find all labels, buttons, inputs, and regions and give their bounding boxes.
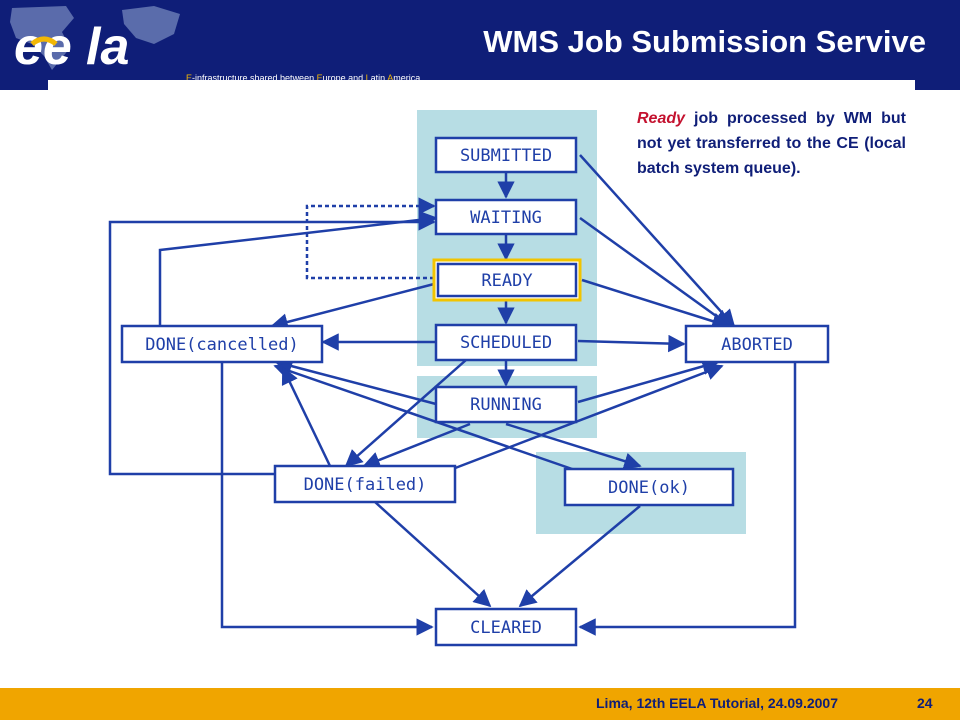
- arrow-scheduled-aborted: [577, 334, 686, 353]
- note-keyword: Ready: [637, 110, 686, 127]
- ready-state-note: Ready job processed by WM but not yet tr…: [637, 106, 906, 181]
- svg-text:la: la: [86, 18, 129, 76]
- arrow-donefailed-waiting: [108, 213, 436, 476]
- state-label-aborted: ABORTED: [721, 335, 793, 355]
- state-box-done-ok: [563, 467, 735, 507]
- state-label-done-cancelled: DONE(cancelled): [145, 335, 299, 355]
- arrow-doneok-donecancelled: [273, 362, 576, 472]
- state-box-aborted: [684, 324, 830, 364]
- arrow-ready-waiting-dotted: [305, 197, 436, 280]
- state-label-ready: READY: [481, 271, 532, 291]
- slide-header: ee la E-infrastructure shared between Eu…: [0, 0, 960, 90]
- arrow-ready-aborted: [581, 278, 730, 330]
- state-label-cleared: CLEARED: [470, 618, 542, 638]
- state-box-scheduled: [434, 323, 578, 362]
- state-label-done-ok: DONE(ok): [608, 478, 690, 498]
- arrow-running-donefailed: [362, 422, 471, 469]
- state-box-cleared: [434, 607, 578, 647]
- job-state-diagram: SUBMITTED WAITING READY SCHEDULED RUNNIN…: [108, 110, 830, 647]
- state-label-waiting: WAITING: [470, 208, 542, 228]
- arrow-running-aborted: [577, 357, 720, 404]
- page-number: 24: [917, 695, 933, 711]
- svg-text:ee: ee: [14, 18, 72, 76]
- slide-footer: Lima, 12th EELA Tutorial, 24.09.2007 24: [0, 688, 960, 720]
- eela-logo-icon: ee la: [10, 6, 180, 76]
- note-text: job processed by WM but not yet transfer…: [637, 110, 906, 177]
- arrow-running-donecancelled: [274, 357, 437, 406]
- arrow-doneok-cleared: [518, 505, 641, 608]
- arrow-scheduled-donefailed: [344, 359, 467, 468]
- arrow-running-doneok: [505, 422, 642, 470]
- arrow-donefailed-cleared: [374, 501, 492, 608]
- diagram-panel: SUBMITTED WAITING READY SCHEDULED RUNNIN…: [48, 80, 915, 682]
- state-box-ready: [436, 262, 578, 298]
- state-box-waiting: [434, 198, 578, 236]
- state-box-running: [434, 385, 578, 424]
- state-label-scheduled: SCHEDULED: [460, 333, 552, 353]
- arrow-donecancelled-waiting: [158, 211, 438, 327]
- arrow-aborted-cleared: [578, 363, 797, 636]
- arrow-donefailed-donecancelled: [281, 366, 332, 467]
- state-label-running: RUNNING: [470, 395, 542, 415]
- arrow-submitted-aborted: [579, 154, 736, 328]
- arrow-donecancelled-cleared: [220, 363, 434, 636]
- state-label-done-failed: DONE(failed): [304, 475, 427, 495]
- arrow-ready-donecancelled: [270, 282, 435, 331]
- state-box-done-failed: [273, 464, 457, 504]
- state-box-submitted: [434, 136, 578, 174]
- state-box-done-cancelled: [120, 324, 324, 364]
- state-label-submitted: SUBMITTED: [460, 146, 552, 166]
- header-tagline: E-infrastructure shared between Europe a…: [186, 73, 421, 83]
- slide-title: WMS Job Submission Servive: [483, 24, 926, 59]
- footer-event-text: Lima, 12th EELA Tutorial, 24.09.2007: [596, 695, 838, 711]
- arrow-donefailed-aborted: [449, 363, 724, 472]
- arrow-waiting-aborted: [579, 216, 732, 328]
